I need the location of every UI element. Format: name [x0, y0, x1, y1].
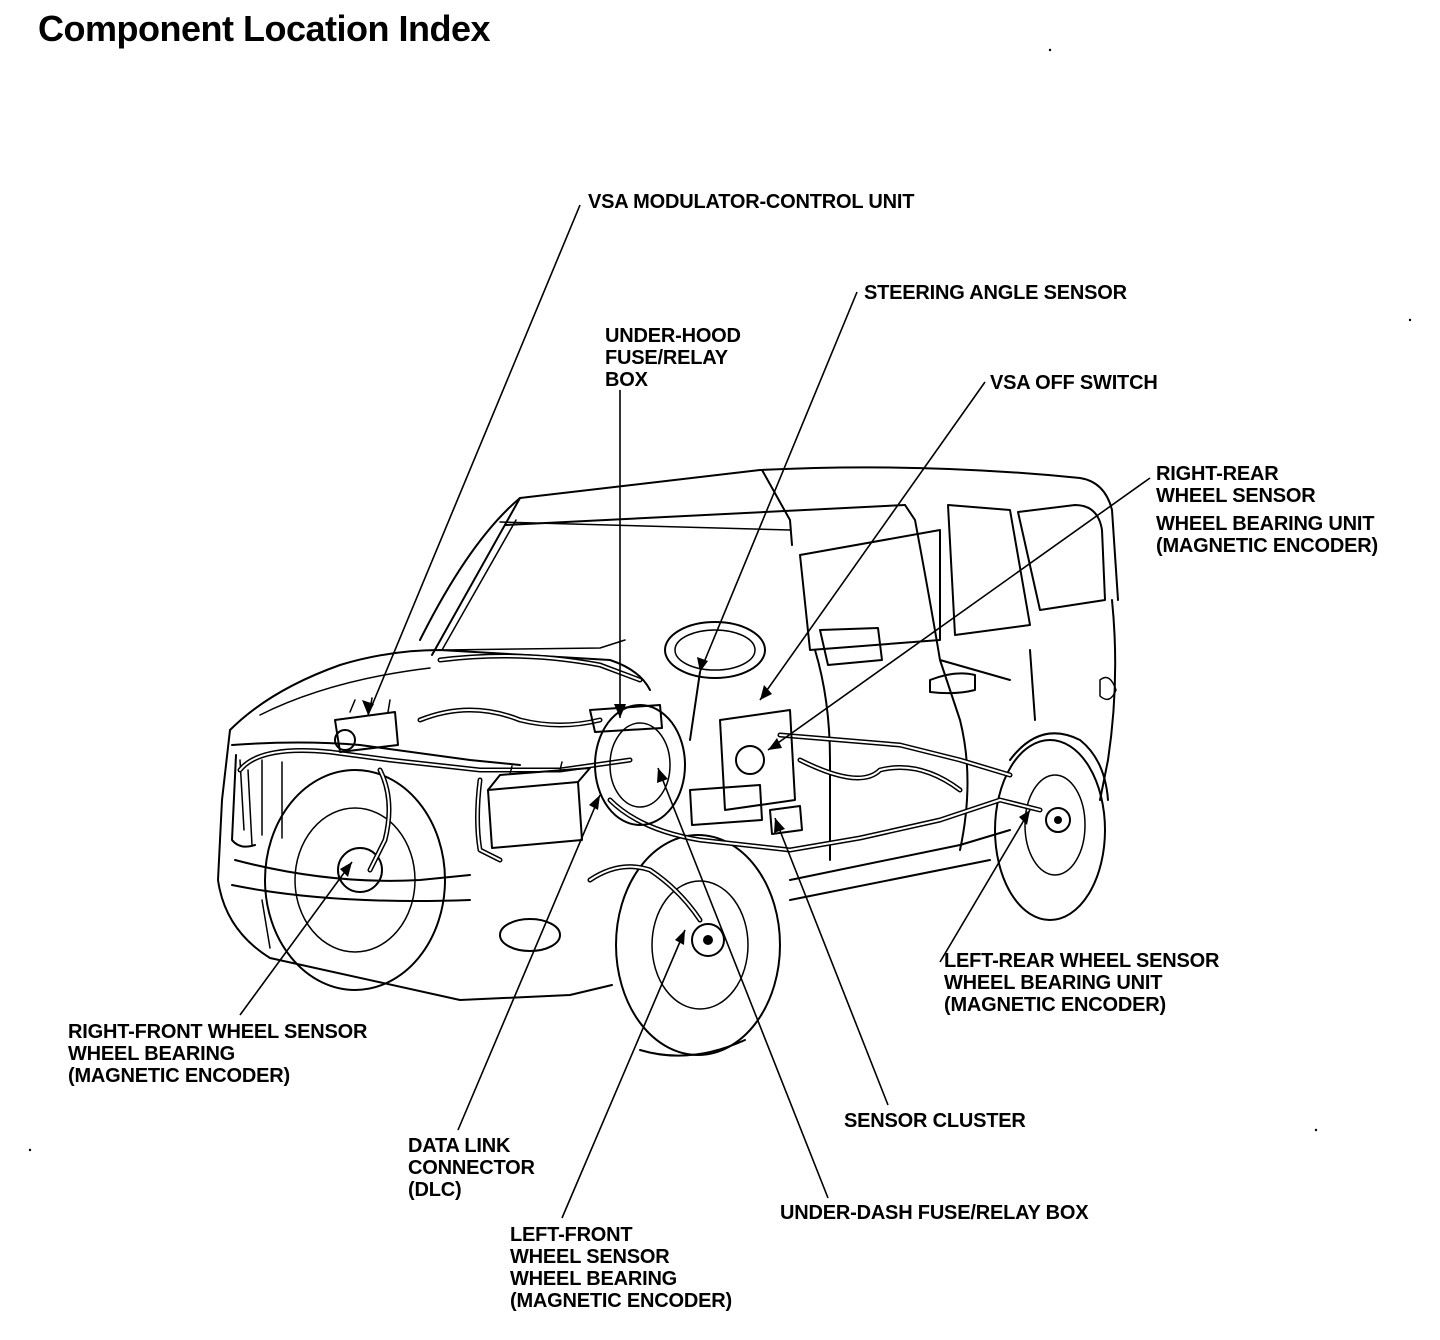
label-steering-angle-sensor: STEERING ANGLE SENSOR: [864, 282, 1127, 304]
page-title: Component Location Index: [38, 8, 491, 49]
scan-dot: [28, 1148, 32, 1152]
wiring-harness: [237, 653, 1043, 923]
scan-dot: [1048, 48, 1052, 52]
scan-dot: [1408, 318, 1412, 322]
label-data-link-connector: DATA LINK CONNECTOR (DLC): [408, 1135, 535, 1201]
label-left-front-wheel-sensor: LEFT-FRONT WHEEL SENSOR WHEEL BEARING (M…: [510, 1224, 732, 1312]
components: [334, 621, 803, 849]
scan-dot: [1314, 1128, 1318, 1132]
label-vsa-off-switch: VSA OFF SWITCH: [990, 372, 1158, 394]
label-right-rear-wheel-sensor: RIGHT-REAR WHEEL SENSOR WHEEL BEARING UN…: [1156, 463, 1378, 557]
label-vsa-modulator: VSA MODULATOR-CONTROL UNIT: [588, 191, 915, 213]
vehicle-body: [217, 466, 1119, 1001]
label-right-front-wheel-sensor: RIGHT-FRONT WHEEL SENSOR WHEEL BEARING (…: [68, 1021, 368, 1087]
leader-lines: [239, 204, 1151, 1219]
label-under-hood-fuse-relay-box: UNDER-HOOD FUSE/RELAY BOX: [605, 325, 741, 391]
label-under-dash-fuse-relay-box: UNDER-DASH FUSE/RELAY BOX: [780, 1202, 1089, 1224]
label-sensor-cluster: SENSOR CLUSTER: [844, 1110, 1026, 1132]
wheels: [264, 739, 1106, 1057]
label-left-rear-wheel-sensor: LEFT-REAR WHEEL SENSOR WHEEL BEARING UNI…: [944, 950, 1220, 1016]
